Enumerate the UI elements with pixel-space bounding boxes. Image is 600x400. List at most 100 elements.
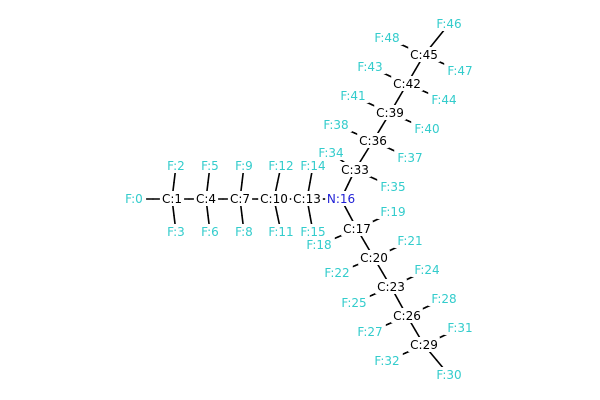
- atom-label: F:6: [201, 225, 219, 239]
- atom-label: F:47: [447, 64, 472, 78]
- atom-f-19: F:19: [377, 204, 409, 219]
- atom-f-46: F:46: [433, 16, 465, 31]
- atom-f-24: F:24: [411, 262, 443, 277]
- atom-label: F:40: [414, 122, 439, 136]
- atom-f-0: F:0: [121, 191, 147, 206]
- atom-label-background: [341, 221, 373, 236]
- atom-label-background: [377, 179, 409, 194]
- atom-c-1: C:1: [159, 191, 185, 206]
- atom-label: C:4: [196, 192, 216, 206]
- atom-label: C:36: [359, 134, 387, 148]
- atom-label-background: [320, 117, 352, 132]
- atom-f-41: F:41: [337, 88, 369, 103]
- atom-c-10: C:10: [258, 191, 290, 206]
- atom-c-20: C:20: [358, 250, 390, 265]
- atom-f-3: F:3: [163, 224, 189, 239]
- atom-f-37: F:37: [394, 150, 426, 165]
- atom-label-background: [315, 145, 347, 160]
- atom-label: F:44: [431, 93, 456, 107]
- atom-label-background: [357, 133, 389, 148]
- atom-f-47: F:47: [444, 63, 476, 78]
- atom-label: F:34: [318, 146, 343, 160]
- atom-c-17: C:17: [341, 221, 373, 236]
- atom-label-background: [354, 324, 386, 339]
- atom-label-background: [197, 224, 223, 239]
- atom-label: C:7: [230, 192, 250, 206]
- atom-label: C:23: [377, 280, 405, 294]
- atom-label: C:29: [410, 338, 438, 352]
- atom-c-26: C:26: [391, 308, 423, 323]
- atom-label-background: [227, 191, 253, 206]
- atom-label-background: [265, 224, 297, 239]
- atom-c-23: C:23: [375, 279, 407, 294]
- atom-label-background: [337, 88, 369, 103]
- atom-f-43: F:43: [354, 59, 386, 74]
- atom-c-7: C:7: [227, 191, 253, 206]
- atom-label: F:35: [380, 180, 405, 194]
- atom-label: N:16: [327, 192, 355, 206]
- atom-label-background: [375, 279, 407, 294]
- atom-f-27: F:27: [354, 324, 386, 339]
- atom-f-6: F:6: [197, 224, 223, 239]
- atom-label: C:45: [410, 48, 438, 62]
- atom-label-background: [371, 30, 403, 45]
- atom-f-21: F:21: [394, 233, 426, 248]
- atom-label: F:11: [268, 225, 293, 239]
- atom-c-13: C:13: [291, 191, 323, 206]
- atom-f-31: F:31: [444, 320, 476, 335]
- atom-f-18: F:18: [303, 237, 335, 252]
- atom-f-2: F:2: [163, 158, 189, 173]
- atom-label: C:42: [393, 77, 421, 91]
- atom-label: C:17: [343, 222, 371, 236]
- atom-label: F:43: [357, 60, 382, 74]
- atom-label: F:5: [201, 159, 219, 173]
- atom-label: C:39: [376, 106, 404, 120]
- atom-f-35: F:35: [377, 179, 409, 194]
- atom-label-background: [391, 76, 423, 91]
- atom-label-background: [339, 162, 371, 177]
- atom-f-25: F:25: [338, 295, 370, 310]
- atom-label-background: [391, 308, 423, 323]
- atom-label-background: [428, 92, 460, 107]
- atom-label-background: [411, 121, 443, 136]
- atom-label-background: [197, 158, 223, 173]
- atom-label-background: [444, 320, 476, 335]
- atom-label-background: [428, 291, 460, 306]
- atom-label-background: [408, 47, 440, 62]
- atom-f-32: F:32: [371, 353, 403, 368]
- atom-f-30: F:30: [433, 367, 465, 382]
- atom-f-14: F:14: [297, 158, 329, 173]
- atom-label: C:10: [260, 192, 288, 206]
- atom-label: F:8: [235, 225, 253, 239]
- atom-label: F:19: [380, 205, 405, 219]
- atom-f-8: F:8: [231, 224, 257, 239]
- atom-label: C:1: [162, 192, 182, 206]
- atom-label: F:41: [340, 89, 365, 103]
- atom-label-background: [321, 265, 353, 280]
- atom-label: F:37: [397, 151, 422, 165]
- atom-label: F:38: [323, 118, 348, 132]
- atom-label-background: [163, 224, 189, 239]
- atom-label: F:22: [324, 266, 349, 280]
- atom-label: F:31: [447, 321, 472, 335]
- atom-f-38: F:38: [320, 117, 352, 132]
- atom-label: F:46: [436, 17, 461, 31]
- atom-label-background: [374, 105, 406, 120]
- atom-label-background: [291, 191, 323, 206]
- atom-label-background: [433, 16, 465, 31]
- atom-label: F:9: [235, 159, 253, 173]
- atom-label-background: [303, 237, 335, 252]
- atom-label: F:3: [167, 225, 185, 239]
- atom-label-background: [394, 150, 426, 165]
- atom-label: C:13: [293, 192, 321, 206]
- atom-f-22: F:22: [321, 265, 353, 280]
- atom-label-background: [371, 353, 403, 368]
- atom-label-background: [444, 63, 476, 78]
- atom-label: F:25: [341, 296, 366, 310]
- atom-label-background: [265, 158, 297, 173]
- atom-f-5: F:5: [197, 158, 223, 173]
- atom-f-15: F:15: [297, 224, 329, 239]
- atom-f-40: F:40: [411, 121, 443, 136]
- atom-f-28: F:28: [428, 291, 460, 306]
